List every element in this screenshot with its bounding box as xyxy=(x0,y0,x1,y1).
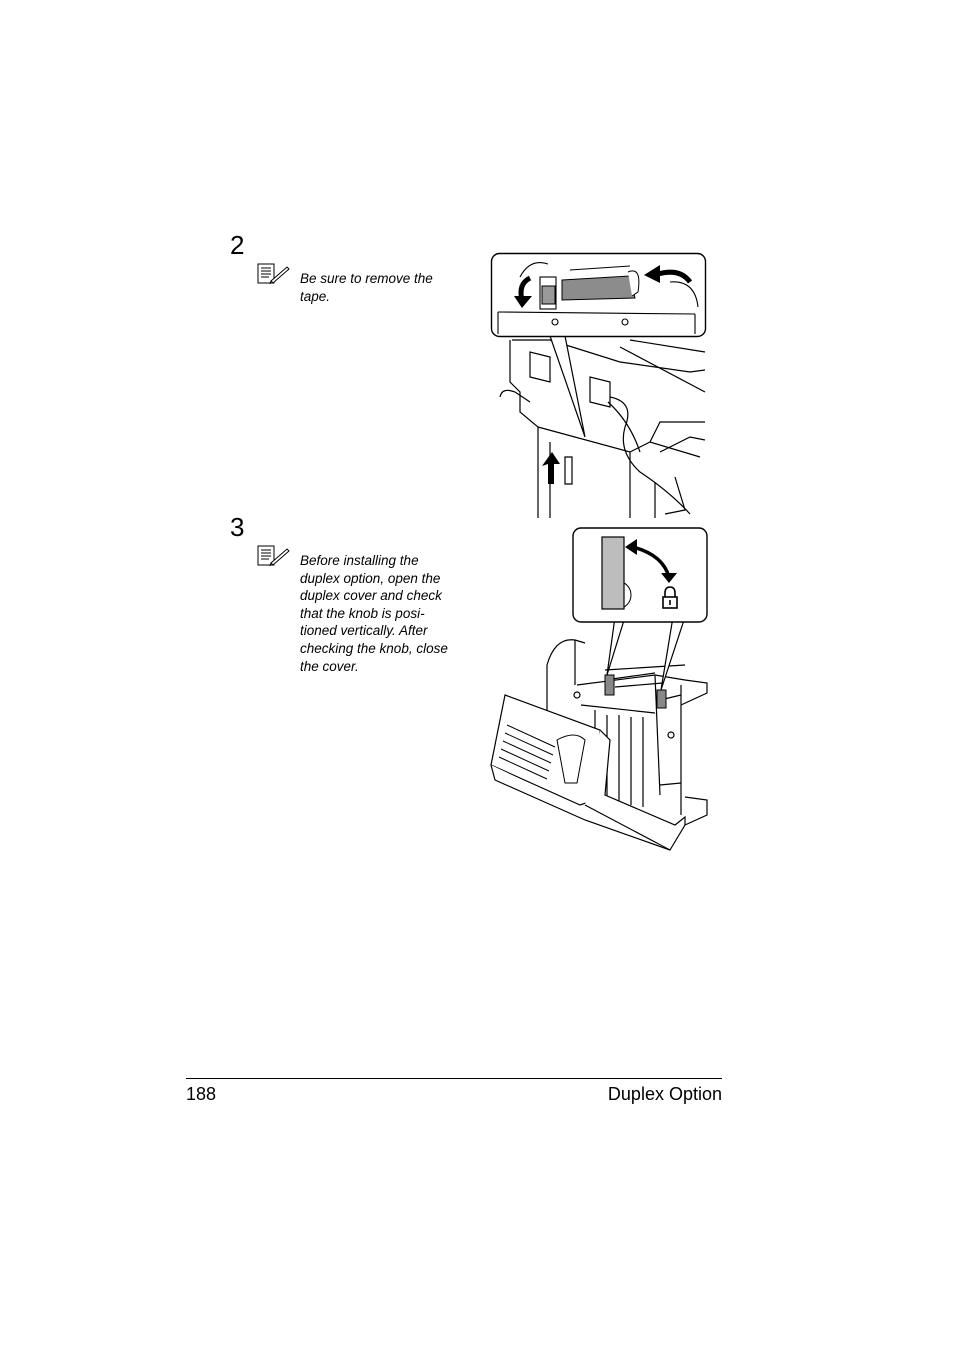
duplex-knob-illustration xyxy=(490,527,708,851)
page-number: 188 xyxy=(186,1084,217,1104)
step-number-3: 3 xyxy=(230,512,245,542)
step-2-note: Be sure to remove the tape. xyxy=(300,270,433,305)
footer-rule xyxy=(186,1078,722,1079)
note-line: tioned vertically. After xyxy=(300,623,428,639)
note-line: the cover. xyxy=(300,658,359,674)
section-title: Duplex Option xyxy=(607,1084,722,1104)
step-3-note: Before installing the duplex option, ope… xyxy=(300,552,448,675)
note-pencil-icon xyxy=(257,545,290,567)
note-line: Before installing the xyxy=(300,553,419,568)
note-line: checking the knob, close xyxy=(300,640,448,656)
note-line: duplex cover and check xyxy=(300,588,442,604)
note-pencil-icon xyxy=(257,263,290,285)
lock-icon xyxy=(662,586,678,609)
step-number-2: 2 xyxy=(230,230,245,260)
tape-removal-illustration xyxy=(490,252,707,518)
note-line: Be sure to remove the xyxy=(300,271,433,286)
note-line: tape. xyxy=(300,288,331,304)
note-line: duplex option, open the xyxy=(300,570,441,586)
note-line: that the knob is posi- xyxy=(300,605,425,621)
